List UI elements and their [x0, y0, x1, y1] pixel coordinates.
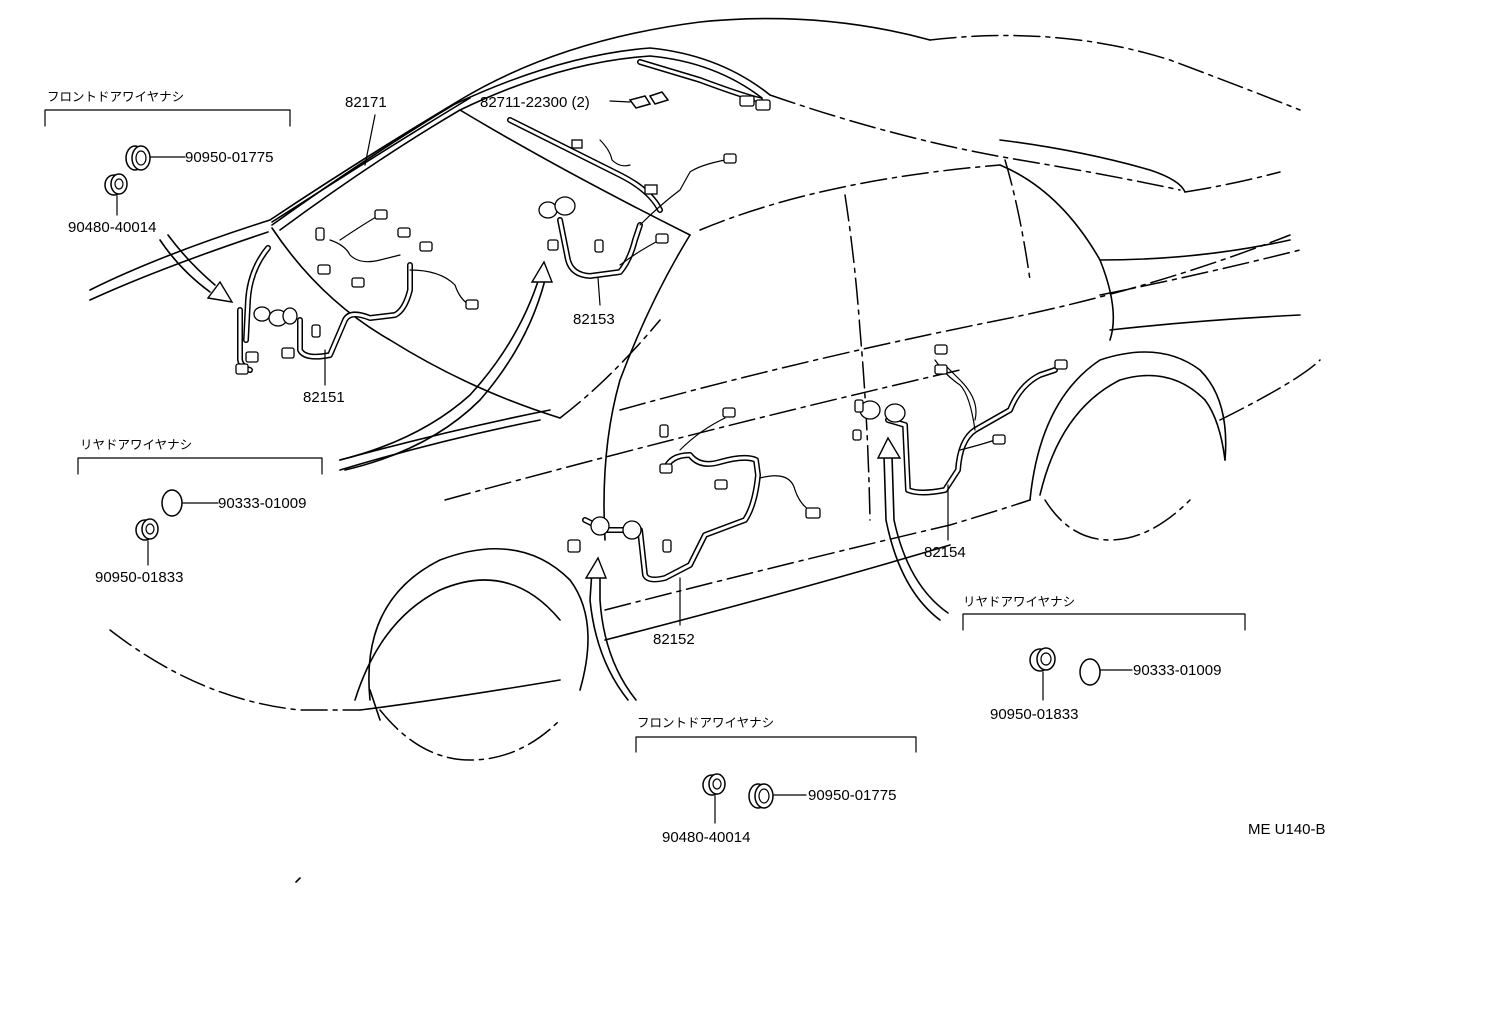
car-body-outline: [89, 17, 1321, 883]
harness-82152: [567, 407, 821, 583]
grommet-icon: [1029, 647, 1056, 672]
grommet-icon: [104, 173, 128, 196]
leader-lines: [324, 100, 949, 626]
part-label: 90480-40014: [662, 829, 750, 846]
part-label: 90950-01775: [808, 787, 896, 804]
part-label: 90950-01775: [185, 149, 273, 166]
harness-82151: [235, 209, 479, 375]
harness-82171-roof: [243, 59, 771, 343]
part-label: 90950-01833: [990, 706, 1078, 723]
group-rear-door-right: リヤドアワイヤナシ 90950-01833 90333-01009: [962, 594, 1246, 723]
group-rear-door-left: リヤドアワイヤナシ 90333-01009 90950-01833: [77, 437, 323, 586]
callout-arrows: [159, 234, 949, 701]
label-82153: 82153: [573, 311, 615, 328]
label-82152: 82152: [653, 631, 695, 648]
plug-icon: [161, 489, 183, 517]
grommet-icon: [135, 518, 159, 541]
harness-82154: [852, 344, 1068, 496]
diagram-code: ME U140-B: [1248, 821, 1326, 838]
grommet-icon: [748, 783, 774, 809]
group-front-door-top: フロントドアワイヤナシ 90950-01775 90480-40014: [44, 89, 291, 236]
part-label: 90480-40014: [68, 219, 156, 236]
label-82171: 82171: [345, 94, 387, 111]
label-82711-22300: 82711-22300 (2): [480, 94, 590, 111]
plug-icon: [1079, 658, 1101, 686]
group-title: フロントドアワイヤナシ: [637, 715, 774, 730]
label-82151: 82151: [303, 389, 345, 406]
label-82154: 82154: [924, 544, 966, 561]
group-title: フロントドアワイヤナシ: [47, 89, 184, 104]
grommet-icon: [702, 773, 726, 796]
group-title: リヤドアワイヤナシ: [963, 594, 1075, 609]
roof-clip-icon: [628, 91, 670, 109]
group-front-door-bottom: フロントドアワイヤナシ 90480-40014 90950-01775: [635, 715, 917, 846]
part-label: 90333-01009: [218, 495, 306, 512]
grommet-icon: [125, 145, 151, 171]
part-label: 90333-01009: [1133, 662, 1221, 679]
group-title: リヤドアワイヤナシ: [80, 437, 192, 452]
harness-82153: [538, 153, 737, 279]
part-label: 90950-01833: [95, 569, 183, 586]
